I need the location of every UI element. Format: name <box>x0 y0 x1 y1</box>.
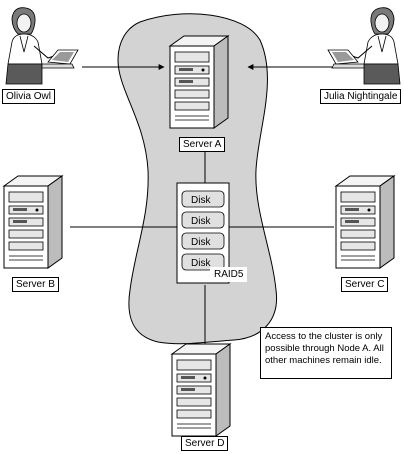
person-icon-julia <box>327 7 401 85</box>
person-icon-olivia <box>5 7 79 85</box>
server-a-label: Server A <box>179 137 226 152</box>
server-c-icon <box>335 175 395 269</box>
server-c-label: Server C <box>341 277 389 292</box>
server-d-icon <box>171 343 231 437</box>
disk-2: Disk <box>181 211 225 229</box>
disk-1: Disk <box>181 190 225 208</box>
disk-4: Disk <box>181 253 225 271</box>
disk-4-label: Disk <box>191 258 211 269</box>
cluster-note: Access to the cluster is only possible t… <box>260 327 392 379</box>
cluster-boundary <box>117 13 278 345</box>
raid-label: RAID5 <box>210 267 248 282</box>
disk-stack: Disk Disk Disk Disk <box>181 190 225 271</box>
server-d-label: Server D <box>181 436 229 451</box>
person-label-olivia: Olivia Owl <box>2 89 56 104</box>
person-label-julia: Julia Nightingale <box>320 89 402 104</box>
server-b-icon <box>3 175 63 269</box>
disk-2-label: Disk <box>191 216 211 227</box>
disk-3-label: Disk <box>191 237 211 248</box>
disk-1-label: Disk <box>191 195 211 206</box>
server-b-label: Server B <box>12 277 59 292</box>
server-a-icon <box>169 35 229 129</box>
disk-3: Disk <box>181 232 225 250</box>
